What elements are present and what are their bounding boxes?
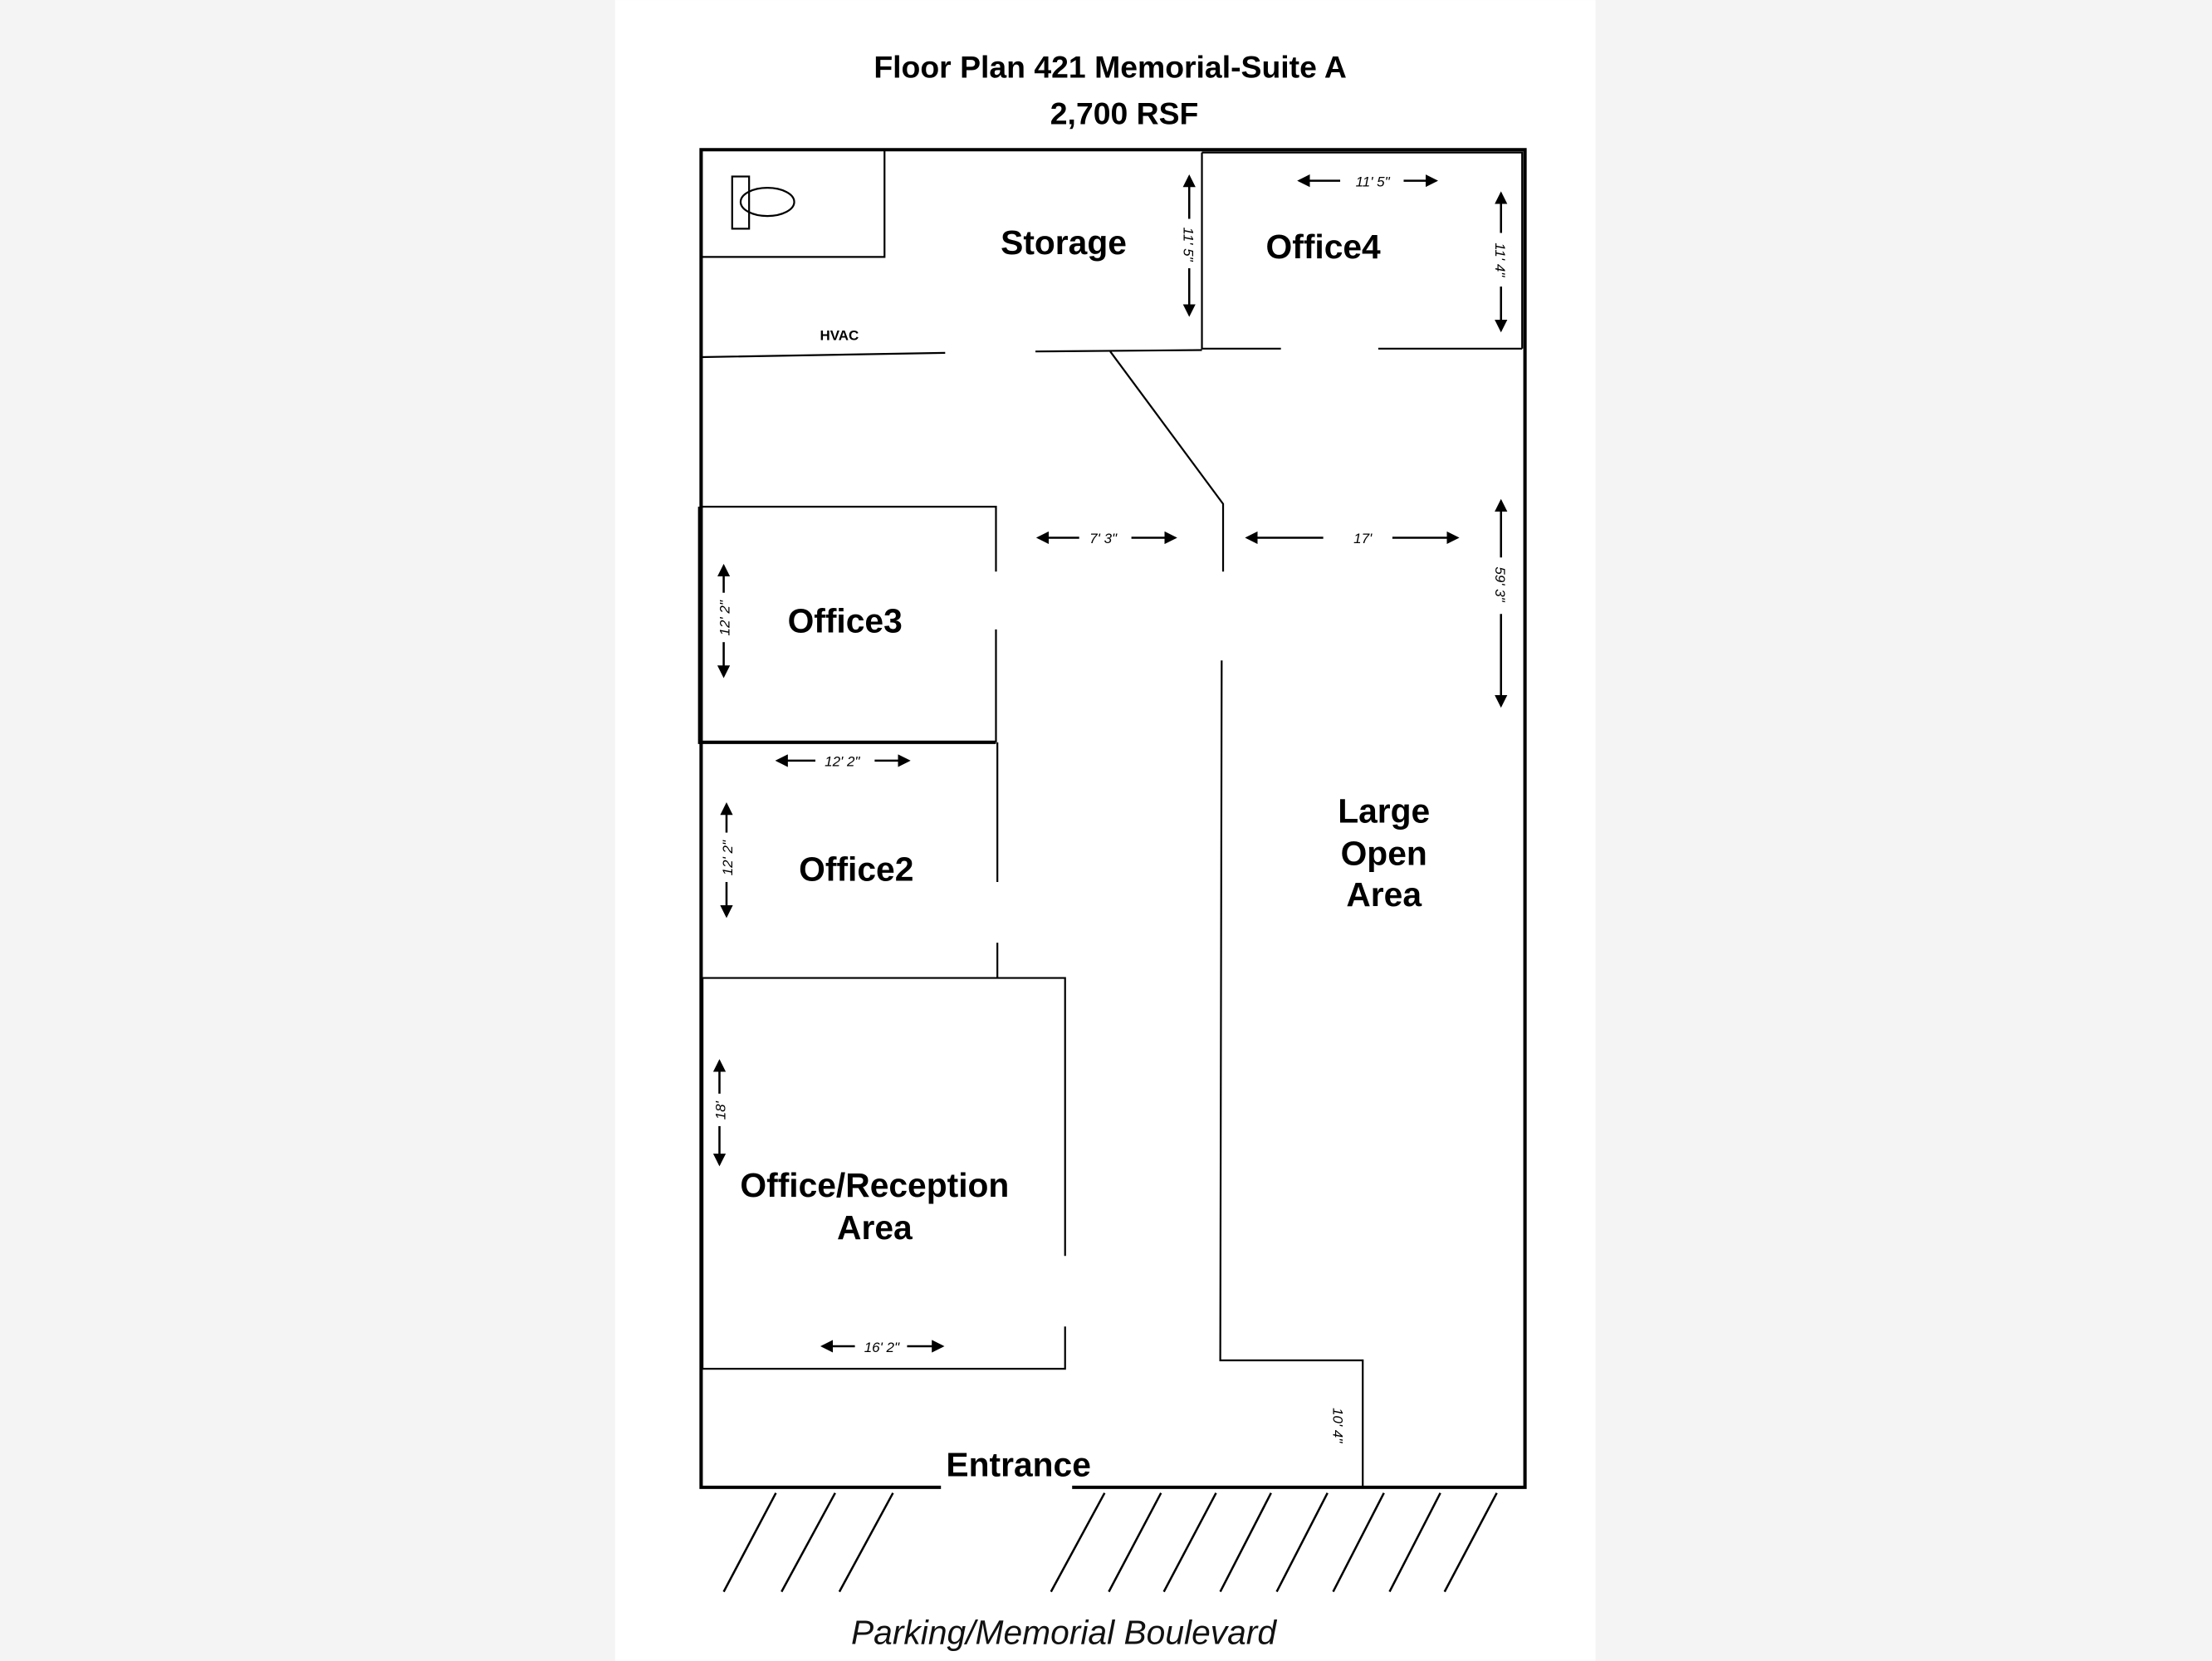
room-label-open-area-3: Area [1346,875,1422,914]
room-label-office2: Office2 [799,850,913,888]
room-label-storage: Storage [1001,223,1127,262]
dim-office3-height: 12' 2" [717,600,732,635]
dim-office4-height: 11' 4" [1492,243,1508,277]
dim-open-width: 17' [1353,531,1373,546]
page-subtitle: 2,700 RSF [1050,96,1199,131]
dimension-arrows [712,174,1508,1353]
dim-storage-height: 11' 5" [1180,228,1196,262]
room-label-reception-2: Area [837,1208,913,1247]
hvac-label: HVAC [820,328,859,344]
room-label-open-area: Large [1338,792,1430,830]
dim-reception-width: 16' 2" [864,1340,900,1355]
dim-entry-depth: 10' 4" [1330,1408,1346,1443]
dim-hall-width: 7' 3" [1089,531,1118,546]
entrance-label: Entrance [946,1445,1090,1483]
room-label-office4: Office4 [1266,228,1382,266]
room-label-office3: Office3 [788,601,903,639]
page-title: Floor Plan 421 Memorial-Suite A [874,50,1347,85]
room-label-reception: Office/Reception [740,1166,1009,1204]
dim-office2-width: 12' 2" [825,754,860,770]
page-panel [614,0,1596,1661]
dim-open-length: 59' 3" [1492,566,1508,602]
parking-hatch [722,1492,1498,1593]
room-label-open-area-2: Open [1341,835,1427,873]
dim-office2-height: 12' 2" [720,840,736,875]
dim-reception-height: 18' [712,1100,728,1120]
parking-label: Parking/Memorial Boulevard [851,1613,1277,1651]
dim-office4-width: 11' 5" [1356,174,1391,189]
toilet-icon [731,175,751,230]
walls [697,148,1527,1489]
